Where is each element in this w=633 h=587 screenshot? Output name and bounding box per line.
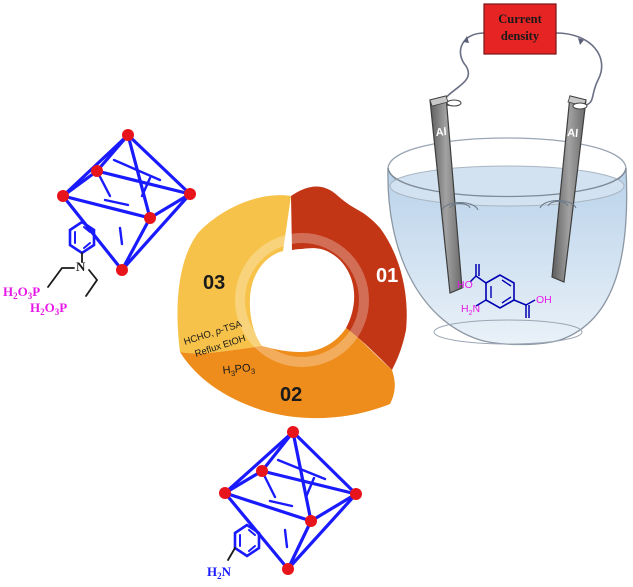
right-electrode: Al <box>551 95 587 283</box>
wire-arrow-right <box>578 38 584 45</box>
wire-arrow-left <box>463 36 469 43</box>
left-clip <box>446 99 462 107</box>
linker-acid-ho: HO <box>457 279 473 291</box>
amine-group-label: H2N <box>207 564 232 581</box>
synthesis-cycle: 01 02 03 H3PO3 HCHO, p-TSA Reflux EtOH <box>177 186 407 419</box>
mof-cage-phosphonated-nodes <box>57 129 196 276</box>
ripple-left <box>441 202 479 211</box>
cycle-inner-ring <box>235 233 369 367</box>
left-electrode-label: Al <box>435 126 447 139</box>
cycle-step-03-label: 03 <box>203 272 225 294</box>
cycle-step-01-label: 01 <box>376 265 398 287</box>
beaker-bottom <box>433 319 583 345</box>
current-density-label-line1: Current <box>498 12 542 26</box>
beaker-front-rim <box>387 167 627 198</box>
phosphonate-group-2: H2O3P <box>30 300 67 317</box>
phosphonate-n-label: N <box>76 259 86 274</box>
wire-right <box>555 32 603 107</box>
mof-cage-amine-nodes <box>219 426 362 575</box>
mof-cage-amine <box>223 430 358 571</box>
electrochemical-cell: Current density Al Al <box>387 3 628 346</box>
aminoterephthalic-acid: HO OH H2N <box>457 264 552 318</box>
left-electrode: Al <box>429 95 463 294</box>
reagent-h3po3: H3PO3 <box>222 362 255 379</box>
right-clip <box>572 102 588 110</box>
ripple-right <box>539 200 577 209</box>
linker-acid-oh: OH <box>536 294 552 306</box>
phosphonate-group-1: H2O3P <box>3 284 40 301</box>
water-surface <box>389 165 625 207</box>
cycle-step-02-label: 02 <box>280 384 302 406</box>
cycle-step-01 <box>291 186 407 370</box>
linker-amine: H2N <box>461 303 480 317</box>
wire-left <box>442 32 485 106</box>
cycle-step-03 <box>177 195 291 354</box>
right-electrode-label: Al <box>567 127 579 140</box>
current-density-label-line2: density <box>501 29 540 43</box>
beaker-back-rim <box>387 137 627 169</box>
cycle-step-02 <box>180 328 395 419</box>
current-density-box <box>483 3 557 55</box>
cycle-hole <box>251 249 353 351</box>
